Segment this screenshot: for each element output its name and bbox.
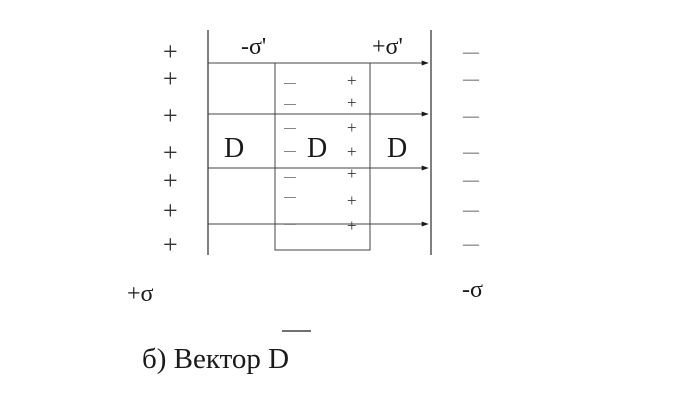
minus-sign: — <box>283 169 297 183</box>
minus-sign: — <box>462 44 480 61</box>
plus-sign: + <box>347 216 357 235</box>
field-label-right: D <box>387 133 407 164</box>
field-label-left: D <box>224 133 244 164</box>
field-lines <box>208 60 429 227</box>
bound-charge-label-positive: +σ' <box>372 34 403 60</box>
plus-sign: + <box>347 93 357 112</box>
minus-sign: — <box>283 120 297 134</box>
minus-sign: — <box>462 71 480 88</box>
plus-sign: + <box>163 230 178 259</box>
left-plate-plus-signs: + + + + + + + <box>163 37 178 259</box>
right-plate-minus-signs: — — — — — — — <box>462 44 480 253</box>
minus-sign: — <box>283 216 297 230</box>
plus-sign: + <box>163 64 178 93</box>
caption-prefix: б) Вектор <box>142 343 268 375</box>
caption: б) Вектор D <box>142 330 311 375</box>
minus-sign: — <box>462 108 480 125</box>
minus-sign: — <box>283 143 297 157</box>
plus-sign: + <box>347 164 357 183</box>
free-charge-label-negative: -σ <box>462 277 483 303</box>
dielectric-right-bound-charges: + + + + + + + <box>347 71 357 235</box>
plus-sign: + <box>163 37 178 66</box>
minus-sign: — <box>462 236 480 253</box>
caption-vector-symbol: D <box>268 343 289 375</box>
plus-sign: + <box>163 196 178 225</box>
plus-sign: + <box>347 118 357 137</box>
plus-sign: + <box>163 166 178 195</box>
plus-sign: + <box>347 191 357 210</box>
bound-charge-label-negative: -σ' <box>241 34 266 60</box>
minus-sign: — <box>283 96 297 110</box>
plus-sign: + <box>163 101 178 130</box>
minus-sign: — <box>283 189 297 203</box>
minus-sign: — <box>283 75 297 89</box>
free-charge-label-positive: +σ <box>127 281 154 307</box>
plus-sign: + <box>347 71 357 90</box>
plus-sign: + <box>163 138 178 167</box>
minus-sign: — <box>462 202 480 219</box>
minus-sign: — <box>462 144 480 161</box>
minus-sign: — <box>462 172 480 189</box>
plus-sign: + <box>347 142 357 161</box>
field-label-middle: D <box>307 133 327 164</box>
dielectric-left-bound-charges: — — — — — — — <box>283 75 297 230</box>
svg-text:б) Вектор D: б) Вектор D <box>142 343 289 375</box>
